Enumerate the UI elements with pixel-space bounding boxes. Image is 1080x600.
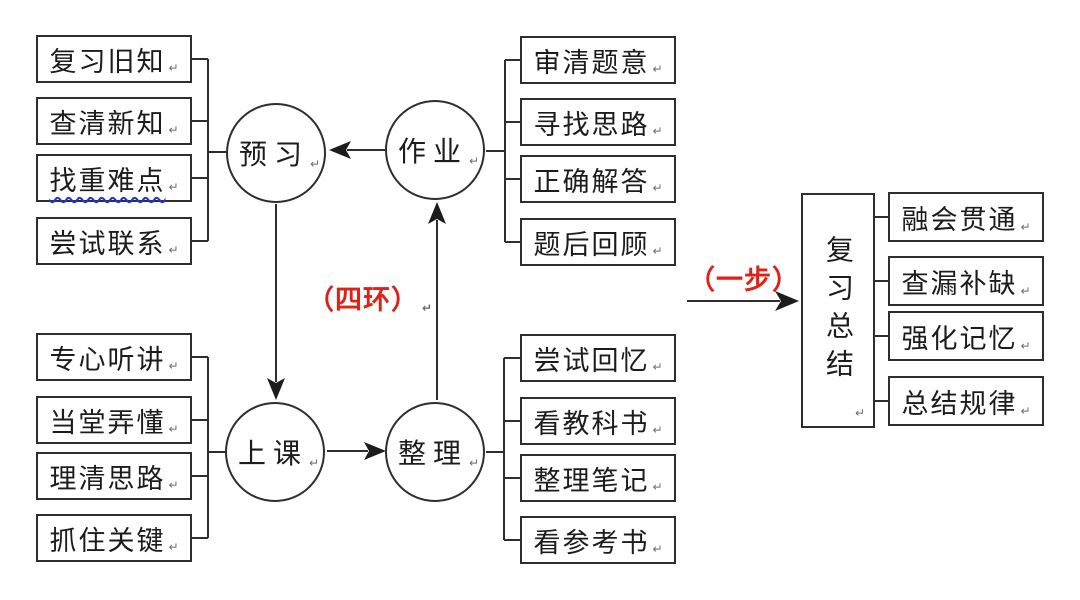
- return-mark-icon: ↵: [168, 359, 179, 373]
- node-homework: 作业↵: [385, 100, 485, 200]
- node-organize: 整理↵: [385, 402, 485, 502]
- one-step-text: （一步）: [688, 265, 800, 296]
- summary-item-3: 总结规律↵: [888, 376, 1044, 426]
- return-mark-icon: ↵: [1020, 339, 1031, 353]
- return-mark-icon: ↵: [168, 422, 179, 436]
- preview-item-1: 查清新知↵: [36, 97, 192, 145]
- preview-item-3: 尝试联系↵: [36, 217, 192, 265]
- return-mark-icon: ↵: [652, 181, 663, 195]
- bracket-class: [192, 356, 226, 539]
- box-label: 尝试联系: [49, 228, 166, 260]
- return-mark-icon: ↵: [652, 62, 663, 76]
- box-label: 寻找思路: [533, 109, 650, 141]
- return-mark-icon: ↵: [652, 542, 663, 556]
- return-mark-icon: ↵: [168, 243, 179, 257]
- organize-item-0: 尝试回忆↵: [520, 334, 676, 382]
- box-label: 尝试回忆: [533, 345, 650, 377]
- node-class: 上课↵: [225, 402, 325, 502]
- return-mark-icon: ↵: [422, 301, 433, 315]
- homework-item-1: 寻找思路↵: [520, 98, 676, 146]
- box-label: 审清题意: [533, 47, 650, 79]
- class-item-2: 理清思路↵: [36, 452, 192, 500]
- organize-item-3: 看参考书↵: [520, 516, 676, 564]
- preview-item-0: 复习旧知↵: [36, 35, 192, 83]
- return-mark-icon: ↵: [168, 61, 179, 75]
- node-preview: 预习↵: [226, 103, 326, 203]
- homework-item-0: 审清题意↵: [520, 36, 676, 84]
- box-label: 强化记忆: [901, 323, 1018, 355]
- return-mark-icon: ↵: [652, 124, 663, 138]
- bracket-preview: [192, 58, 226, 242]
- box-label: 复习旧知: [49, 46, 166, 78]
- class-item-3: 抓住关键↵: [36, 514, 192, 562]
- return-mark-icon: ↵: [1020, 404, 1031, 418]
- bracket-organize: [486, 357, 520, 541]
- review-summary-title: 复习总结: [822, 234, 855, 387]
- one-step-label: （一步）↵: [688, 258, 813, 297]
- node-label: 上课: [237, 437, 308, 470]
- box-label: 正确解答: [533, 166, 650, 198]
- arrow-class-to-organize: [327, 442, 386, 460]
- return-mark-icon: ↵: [652, 360, 663, 374]
- organize-item-2: 整理笔记↵: [520, 454, 676, 502]
- node-review-summary: 复习总结 ↵: [801, 193, 875, 428]
- preview-item-2: 找重难点↵: [36, 154, 192, 202]
- box-label: 看参考书: [533, 527, 650, 559]
- box-label: 融会贯通: [901, 204, 1018, 236]
- summary-item-0: 融会贯通↵: [888, 192, 1044, 242]
- return-mark-icon: ↵: [1020, 220, 1031, 234]
- return-mark-icon: ↵: [468, 154, 480, 168]
- return-mark-icon: ↵: [168, 180, 179, 194]
- homework-item-3: 题后回顾↵: [520, 218, 676, 266]
- return-mark-icon: ↵: [1020, 284, 1031, 298]
- box-label: 看教科书: [533, 408, 650, 440]
- four-rings-label: （四环）↵: [307, 278, 432, 317]
- return-mark-icon: ↵: [308, 456, 320, 470]
- return-mark-icon: ↵: [468, 456, 480, 470]
- arrow-preview-to-class: [267, 204, 285, 400]
- box-label: 总结规律: [901, 388, 1018, 420]
- return-mark-icon: ↵: [652, 423, 663, 437]
- class-item-0: 专心听讲↵: [36, 333, 192, 381]
- box-label: 找重难点: [49, 165, 166, 197]
- bracket-homework: [486, 59, 520, 243]
- return-mark-icon: ↵: [652, 244, 663, 258]
- summary-item-2: 强化记忆↵: [888, 311, 1044, 361]
- box-label: 查清新知: [49, 108, 166, 140]
- box-label: 查漏补缺: [901, 268, 1018, 300]
- return-mark-icon: ↵: [854, 406, 865, 420]
- bracket-summary: [875, 216, 888, 402]
- arrow-homework-to-preview: [329, 141, 385, 159]
- summary-item-1: 查漏补缺↵: [888, 256, 1044, 306]
- box-label: 理清思路: [49, 463, 166, 495]
- return-mark-icon: ↵: [652, 480, 663, 494]
- box-label: 题后回顾: [533, 229, 650, 261]
- box-label: 抓住关键: [49, 525, 166, 557]
- node-label: 整理: [397, 437, 468, 470]
- arrow-one-step: [687, 291, 799, 311]
- node-label: 作业: [397, 135, 468, 168]
- arrow-organize-to-homework: [428, 202, 446, 400]
- homework-item-2: 正确解答↵: [520, 155, 676, 203]
- four-rings-text: （四环）: [307, 285, 419, 316]
- class-item-1: 当堂弄懂↵: [36, 396, 192, 444]
- return-mark-icon: ↵: [309, 157, 321, 171]
- return-mark-icon: ↵: [168, 540, 179, 554]
- box-label: 当堂弄懂: [49, 407, 166, 439]
- box-label: 专心听讲: [49, 344, 166, 376]
- return-mark-icon: ↵: [168, 478, 179, 492]
- return-mark-icon: ↵: [168, 123, 179, 137]
- node-label: 预习: [238, 138, 309, 171]
- organize-item-1: 看教科书↵: [520, 397, 676, 445]
- box-label: 整理笔记: [533, 465, 650, 497]
